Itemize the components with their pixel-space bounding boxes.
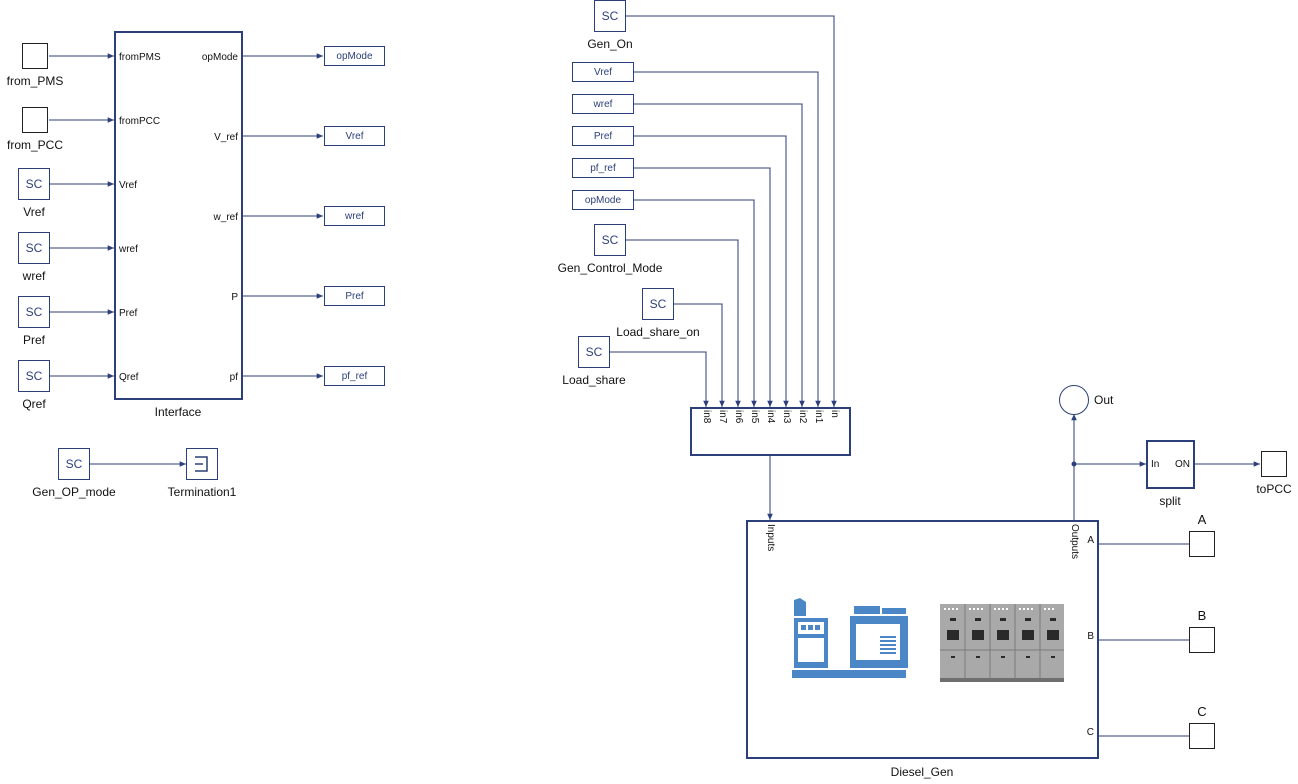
port-opmode: opMode — [201, 52, 238, 63]
diesel-port-outputs: Outputs — [1069, 524, 1080, 560]
interface-label: Interface — [154, 405, 202, 419]
gen-control-mode-label: Gen_Control_Mode — [557, 261, 663, 275]
terminal-a-label: A — [1197, 512, 1207, 527]
split-port-on: ON — [1175, 459, 1190, 470]
wire-load-share-on — [674, 303, 725, 407]
sc-gen-op-mode-block[interactable]: SC — [58, 448, 90, 480]
switchgear-panel-icon — [940, 604, 1064, 682]
sc-wref-block[interactable]: SC — [18, 232, 50, 264]
from-pms-port[interactable] — [22, 43, 48, 69]
mux-port-in3: in3 — [781, 410, 792, 424]
split-block[interactable]: In ON — [1146, 440, 1195, 489]
diesel-port-inputs: Inputs — [765, 524, 776, 552]
port-from-pcc: fromPCC — [119, 116, 161, 127]
sc-load-share-block[interactable]: SC — [578, 336, 610, 368]
wire-gen-control-mode — [626, 239, 741, 407]
sc-gen-on-block[interactable]: SC — [594, 0, 626, 32]
junction-dot — [1071, 461, 1077, 467]
sc-qref-block[interactable]: SC — [18, 360, 50, 392]
mux-port-in4: in4 — [765, 410, 776, 424]
from-pf-ref[interactable]: pf_ref — [572, 158, 634, 178]
wire-gen-on — [626, 15, 837, 407]
sc-load-share-on-block[interactable]: SC — [642, 288, 674, 320]
terminal-a[interactable] — [1189, 531, 1215, 557]
terminal-c-label: C — [1197, 704, 1207, 719]
goto-pref[interactable]: Pref — [324, 286, 385, 306]
out-port[interactable] — [1059, 385, 1089, 415]
mux-port-in1: in1 — [813, 410, 824, 424]
from-opmode[interactable]: opMode — [572, 190, 634, 210]
mux-block[interactable] — [690, 407, 851, 456]
goto-pf-ref[interactable]: pf_ref — [324, 366, 385, 386]
sc-qref-label: Qref — [22, 397, 46, 411]
wire-mid-opmode — [634, 199, 757, 407]
gen-on-label: Gen_On — [587, 37, 633, 51]
load-share-on-label: Load_share_on — [616, 325, 700, 339]
from-pcc-port[interactable] — [22, 107, 48, 133]
port-p: P — [231, 292, 238, 303]
port-wref: wref — [119, 244, 138, 255]
from-vref[interactable]: Vref — [572, 62, 634, 82]
port-a: A — [1087, 535, 1094, 546]
port-v-ref: V_ref — [214, 132, 238, 143]
goto-vref[interactable]: Vref — [324, 126, 385, 146]
from-wref[interactable]: wref — [572, 94, 634, 114]
mux-port-in8: in8 — [701, 410, 712, 424]
sc-vref-block[interactable]: SC — [18, 168, 50, 200]
port-from-pms: fromPMS — [119, 52, 161, 63]
mux-port-in2: in2 — [797, 410, 808, 424]
wire-mid-pref — [634, 135, 789, 407]
port-pref: Pref — [119, 308, 138, 319]
termination-label: Termination1 — [167, 485, 237, 499]
port-w-ref: w_ref — [213, 212, 238, 223]
terminal-c[interactable] — [1189, 723, 1215, 749]
diesel-gen-label: Diesel_Gen — [890, 765, 954, 779]
load-share-label: Load_share — [562, 373, 626, 387]
mux-port-in: in — [829, 410, 840, 418]
port-b: B — [1087, 631, 1094, 642]
mux-port-in5: in5 — [749, 410, 760, 424]
sc-vref-label: Vref — [23, 205, 45, 219]
out-port-label: Out — [1094, 393, 1114, 407]
port-vref: Vref — [119, 180, 137, 191]
mux-port-in6: in6 — [733, 410, 744, 424]
terminal-b-label: B — [1197, 608, 1207, 623]
wire-mid-wref — [634, 103, 805, 407]
from-pms-label: from_PMS — [6, 74, 64, 88]
sc-gen-control-mode-block[interactable]: SC — [594, 224, 626, 256]
sc-wref-label: wref — [22, 269, 46, 283]
split-port-in: In — [1151, 459, 1160, 470]
port-pf: pf — [229, 372, 238, 383]
to-pcc-label: toPCC — [1256, 482, 1292, 496]
split-label: split — [1159, 494, 1181, 508]
from-pref[interactable]: Pref — [572, 126, 634, 146]
mux-port-in7: in7 — [717, 410, 728, 424]
wire-mid-pfref — [634, 167, 773, 407]
diesel-generator-icon — [792, 598, 908, 678]
port-qref: Qref — [119, 372, 139, 383]
sc-pref-block[interactable]: SC — [18, 296, 50, 328]
wire-load-share — [610, 351, 709, 407]
terminal-b[interactable] — [1189, 627, 1215, 653]
port-c: C — [1086, 727, 1094, 738]
diesel-gen-block[interactable]: A B C — [746, 520, 1099, 759]
to-pcc-port[interactable] — [1261, 451, 1287, 477]
termination-icon — [195, 456, 208, 472]
sc-pref-label: Pref — [22, 333, 46, 347]
termination-block[interactable] — [186, 448, 218, 480]
goto-wref[interactable]: wref — [324, 206, 385, 226]
gen-op-mode-label: Gen_OP_mode — [32, 485, 116, 499]
interface-block[interactable]: fromPMS fromPCC Vref wref Pref Qref opMo… — [114, 31, 243, 400]
goto-opmode[interactable]: opMode — [324, 46, 385, 66]
from-pcc-label: from_PCC — [6, 138, 64, 152]
wire-mid-vref — [634, 71, 821, 407]
